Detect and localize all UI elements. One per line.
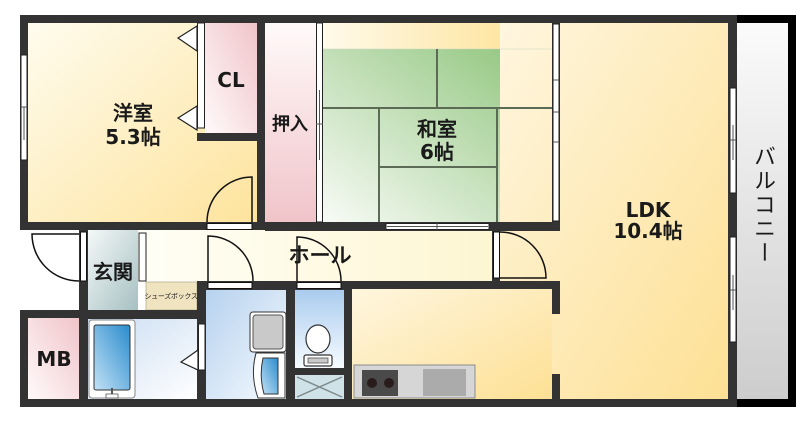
balcony-label: バルコニー bbox=[750, 145, 775, 265]
burner-right-icon bbox=[384, 378, 394, 388]
genkan-floor bbox=[88, 230, 138, 310]
genkan-label: 玄関 bbox=[93, 260, 133, 284]
balcony-railing bbox=[737, 15, 796, 407]
toilet-door[interactable] bbox=[296, 236, 342, 289]
washbasin-icon bbox=[252, 352, 286, 399]
bathroom-door-icon bbox=[179, 348, 199, 371]
closet-door[interactable] bbox=[176, 22, 205, 132]
ldk-size: 10.4帖 bbox=[613, 219, 683, 243]
western-room-name: 洋室 bbox=[113, 101, 153, 125]
burner-left-icon bbox=[367, 378, 377, 388]
tatami-lines bbox=[323, 48, 552, 222]
oshiire-floor bbox=[265, 23, 316, 222]
closet-label: CL bbox=[217, 68, 245, 92]
ldk-door[interactable] bbox=[493, 231, 547, 279]
western-room-door[interactable] bbox=[206, 176, 253, 230]
closet-floor bbox=[205, 23, 257, 133]
window-mullions bbox=[21, 79, 736, 310]
washitsu-sliding-door bbox=[552, 23, 560, 222]
toilet-icon bbox=[303, 324, 333, 367]
washing-machine-icon bbox=[249, 311, 287, 353]
balcony-floor bbox=[737, 23, 788, 399]
hall-label: ホール bbox=[288, 243, 352, 268]
kitchen-sink-icon bbox=[423, 369, 466, 396]
genkan-step bbox=[138, 232, 147, 282]
bathroom-door[interactable] bbox=[179, 323, 206, 371]
closet-door-top-icon bbox=[176, 24, 198, 53]
bathtub-icon bbox=[88, 319, 136, 399]
washroom-door[interactable] bbox=[207, 235, 254, 289]
closet-door-bottom-icon bbox=[176, 104, 198, 132]
washitsu-size: 6帖 bbox=[420, 140, 454, 164]
shoebox-label: シューズボックス bbox=[144, 292, 198, 301]
ldk-name: LDK bbox=[625, 198, 671, 222]
mb-label: MB bbox=[36, 347, 72, 371]
entrance-door[interactable] bbox=[31, 231, 87, 282]
kitchen-counter bbox=[353, 364, 476, 399]
mb-floor bbox=[28, 318, 79, 399]
hall-floor bbox=[138, 230, 492, 281]
washitsu-name: 和室 bbox=[417, 117, 457, 141]
oshiire-label: 押入 bbox=[272, 114, 308, 135]
western-room-size: 5.3帖 bbox=[105, 125, 161, 149]
pipe-space-cross-icon bbox=[296, 376, 343, 398]
